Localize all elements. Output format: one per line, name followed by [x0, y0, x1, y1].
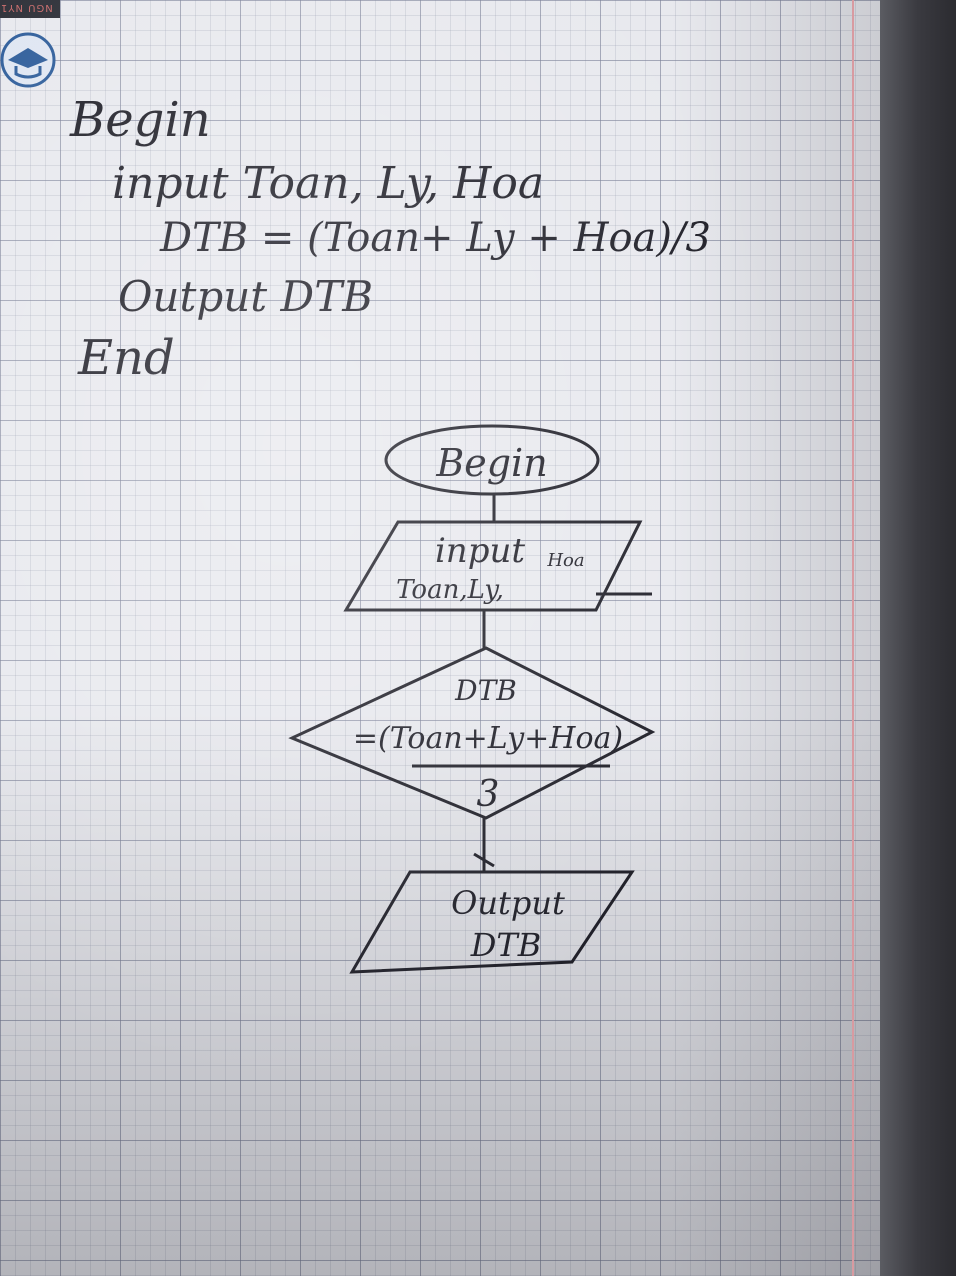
pseudocode-assign: DTB = (Toan+ Ly + Hoa)/3 [160, 215, 711, 261]
page-edge-shadow [880, 0, 956, 1276]
output-label-1: Output [451, 884, 565, 922]
start-label: Begin [435, 441, 547, 485]
process-label-1: DTB [454, 674, 517, 707]
output-label-2: DTB [470, 926, 542, 964]
notebook-logo-icon [0, 32, 56, 88]
input-label-1: input [435, 531, 525, 571]
notebook-label-strip: NGU NY1 [0, 0, 60, 18]
input-label-2: Toan,Ly, [396, 575, 504, 605]
flowchart-input-node: input Toan,Ly, Hoa [343, 520, 652, 612]
input-label-3: Hoa [546, 550, 584, 571]
pseudocode-begin: Begin [70, 92, 211, 148]
pseudocode-output: Output DTB [118, 272, 374, 321]
pseudocode-end: End [78, 330, 175, 386]
connector-arrow-mark [473, 852, 495, 868]
margin-line [852, 0, 854, 1276]
flowchart-output-node: Output DTB [349, 870, 635, 974]
process-label-2: =(Toan+Ly+Hoa) [353, 721, 623, 756]
process-label-3: 3 [477, 774, 500, 815]
flowchart-process-node: DTB =(Toan+Ly+Hoa) 3 [288, 646, 656, 820]
pseudocode-input: input Toan, Ly, Hoa [112, 158, 545, 209]
flowchart-start-node: Begin [384, 424, 600, 496]
